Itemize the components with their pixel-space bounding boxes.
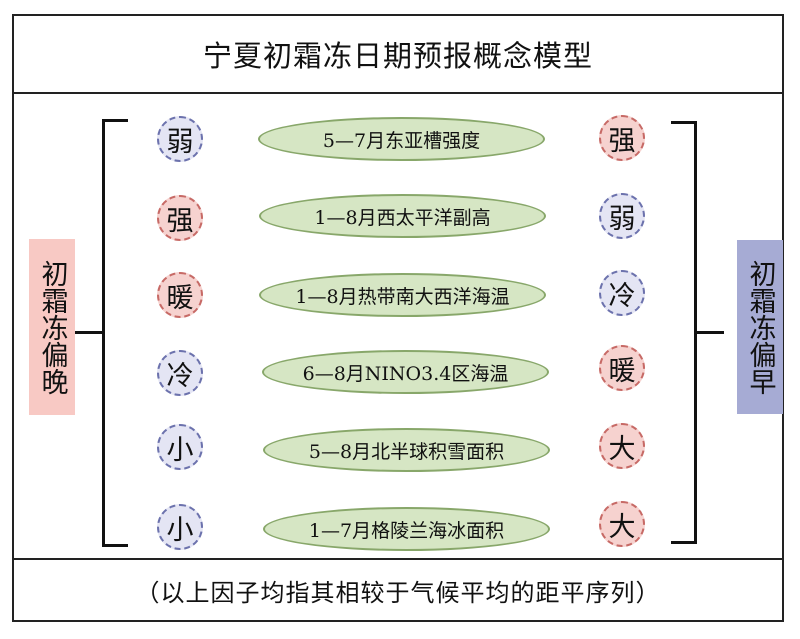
left-bracket: [102, 119, 128, 547]
row-3-factor: 1—8月热带南大西洋海温: [259, 273, 546, 317]
row-6-left-state: 小: [157, 504, 203, 550]
right-bracket-connector: [696, 331, 724, 334]
row-4-left-state: 冷: [157, 350, 203, 396]
left-outcome-label: 初霜冻偏晚: [29, 239, 75, 415]
row-1-factor: 5—7月东亚槽强度: [258, 117, 545, 161]
row-1-left-state: 弱: [157, 116, 203, 162]
right-outcome-label: 初霜冻偏早: [737, 240, 783, 414]
row-2-factor: 1—8月西太平洋副高: [259, 194, 546, 238]
row-4-factor: 6—8月NINO3.4区海温: [262, 350, 549, 394]
left-bracket-connector: [75, 331, 103, 334]
row-3-right-state: 冷: [599, 270, 645, 316]
row-4-right-state: 暖: [599, 345, 645, 391]
row-6-right-state: 大: [599, 501, 645, 547]
row-1-right-state: 强: [599, 115, 645, 161]
row-2-right-state: 弱: [599, 193, 645, 239]
row-5-factor: 5—8月北半球积雪面积: [263, 428, 550, 472]
right-bracket: [671, 121, 697, 544]
row-2-left-state: 强: [157, 195, 203, 241]
row-6-factor: 1—7月格陵兰海冰面积: [263, 507, 550, 551]
row-3-left-state: 暖: [157, 272, 203, 318]
row-5-right-state: 大: [599, 423, 645, 469]
diagram-title: 宁夏初霜冻日期预报概念模型: [14, 16, 782, 94]
row-5-left-state: 小: [157, 424, 203, 470]
diagram-footnote: （以上因子均指其相较于气候平均的距平序列）: [14, 558, 782, 620]
diagram-frame: 宁夏初霜冻日期预报概念模型 （以上因子均指其相较于气候平均的距平序列）: [12, 14, 784, 622]
